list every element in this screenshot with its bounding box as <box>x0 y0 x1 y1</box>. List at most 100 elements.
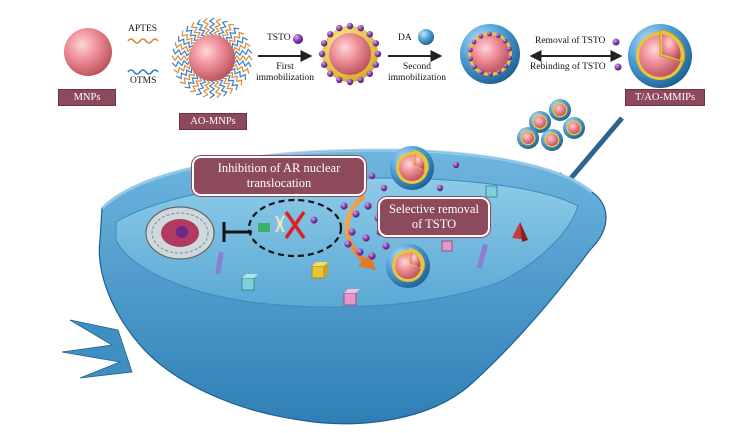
surface-chain <box>213 18 222 38</box>
surface-chain <box>176 67 193 80</box>
removal-label: Removal of TSTO <box>535 36 606 46</box>
surface-chain <box>229 67 247 80</box>
rebinding-label: Rebinding of TSTO <box>530 62 606 72</box>
organelle-pyramid <box>512 222 528 242</box>
surface-chain <box>173 63 192 74</box>
surface-chain <box>229 31 245 46</box>
mmip-small <box>563 117 585 139</box>
mmip-in-cell-top <box>390 146 434 190</box>
surface-chain <box>171 54 191 62</box>
surface-chain <box>232 42 251 53</box>
selective-removal-callout: Selective removal of TSTO <box>378 197 490 237</box>
tsto-dot <box>366 70 373 77</box>
tsto-dot <box>368 252 376 260</box>
aptes-label: APTES <box>128 24 158 34</box>
tsto-dot <box>487 31 492 37</box>
organelle-cube-pink-2 <box>441 240 453 252</box>
mnp-particle <box>64 28 112 76</box>
mmip-particle <box>628 24 692 88</box>
surface-chain <box>202 17 211 37</box>
surface-chain <box>181 30 197 45</box>
mmip-small <box>517 127 539 149</box>
surface-chain <box>233 54 253 62</box>
surface-chain <box>231 36 248 49</box>
organelle-rod-2 <box>476 243 489 269</box>
tsto-dot <box>366 31 373 38</box>
surface-chain <box>202 78 211 98</box>
surface-chain <box>232 59 252 68</box>
surface-chain <box>172 48 192 57</box>
tsto-dot <box>372 40 380 47</box>
organelle-cube-yellow <box>311 262 328 279</box>
ao-mnp-particle <box>171 17 253 99</box>
tsto-dot <box>357 24 364 32</box>
surface-chain <box>221 23 234 41</box>
surface-chain <box>190 22 203 39</box>
tsto-dot <box>368 172 376 180</box>
tsto-dot <box>478 33 484 39</box>
tsto-label: TSTO <box>267 33 291 43</box>
tsto-dot <box>382 242 390 250</box>
surface-chain <box>174 42 193 53</box>
tsto-dot <box>495 33 501 39</box>
tsto-dot <box>340 202 348 210</box>
nucleus <box>145 206 215 260</box>
second-immobilization-label: Second immobilization <box>387 62 447 83</box>
surface-chain <box>185 25 200 41</box>
tsto-dot <box>320 61 328 68</box>
otms-label: OTMS <box>130 76 157 86</box>
t-ao-mmips-tag: T/AO-MMIPs <box>625 89 705 106</box>
surface-chain <box>233 48 253 57</box>
tsto-dot <box>374 50 382 58</box>
surface-chain <box>227 71 243 86</box>
tsto-dot <box>364 202 372 210</box>
tsto-molecule-icon <box>293 34 303 44</box>
surface-chain <box>231 63 250 74</box>
mmip-small <box>529 111 551 133</box>
aptes-chain-icon <box>127 38 159 44</box>
tsto-dot <box>506 46 512 52</box>
first-immobilization-label: First immobilization <box>255 62 315 83</box>
tsto-dot <box>362 234 370 242</box>
surface-chain <box>224 75 239 91</box>
ar-receptor-region <box>247 198 343 258</box>
mmip-small <box>541 129 563 151</box>
tsto-dot <box>336 24 343 32</box>
ao-mnps-tag: AO-MNPs <box>179 113 247 130</box>
organelle-cube-cyan <box>241 274 258 291</box>
tsto-dot <box>327 31 334 38</box>
tsto-dot <box>346 78 354 86</box>
mmip-small <box>549 99 571 121</box>
tsto-dot <box>348 228 356 236</box>
inhibition-callout: Inhibition of AR nuclear translocation <box>192 156 366 196</box>
tsto-dot <box>357 76 364 84</box>
tsto-dot <box>472 64 478 70</box>
tsto-dot <box>346 22 354 30</box>
tsto-dot <box>507 55 513 61</box>
tsto-dot <box>318 50 326 58</box>
tsto-dot <box>496 69 502 75</box>
surface-chain <box>179 70 195 85</box>
surface-chain <box>208 79 216 99</box>
surface-chain <box>184 73 199 89</box>
tsto-dot <box>380 184 388 192</box>
tsto-dot <box>471 39 477 45</box>
tsto-dot <box>344 240 352 248</box>
surface-chain <box>196 77 207 96</box>
da-label: DA <box>398 33 412 43</box>
organelle-cube-pink <box>343 289 360 306</box>
mmip-in-cell-bottom <box>386 244 430 288</box>
tsto-removed-icon <box>612 38 620 46</box>
surface-chain <box>217 78 228 97</box>
orange-cycle-arrow <box>344 194 368 264</box>
tsto-dot <box>336 76 343 84</box>
surface-chain <box>217 20 228 39</box>
tsto-dot <box>467 47 473 53</box>
surface-chain <box>208 17 216 37</box>
cross-mark-icon <box>284 211 306 239</box>
surface-chain <box>177 36 195 49</box>
tsto-rebind-icon <box>614 63 622 71</box>
surface-chain <box>213 79 222 99</box>
surface-chain <box>196 19 207 38</box>
tsto-dot <box>452 161 460 169</box>
